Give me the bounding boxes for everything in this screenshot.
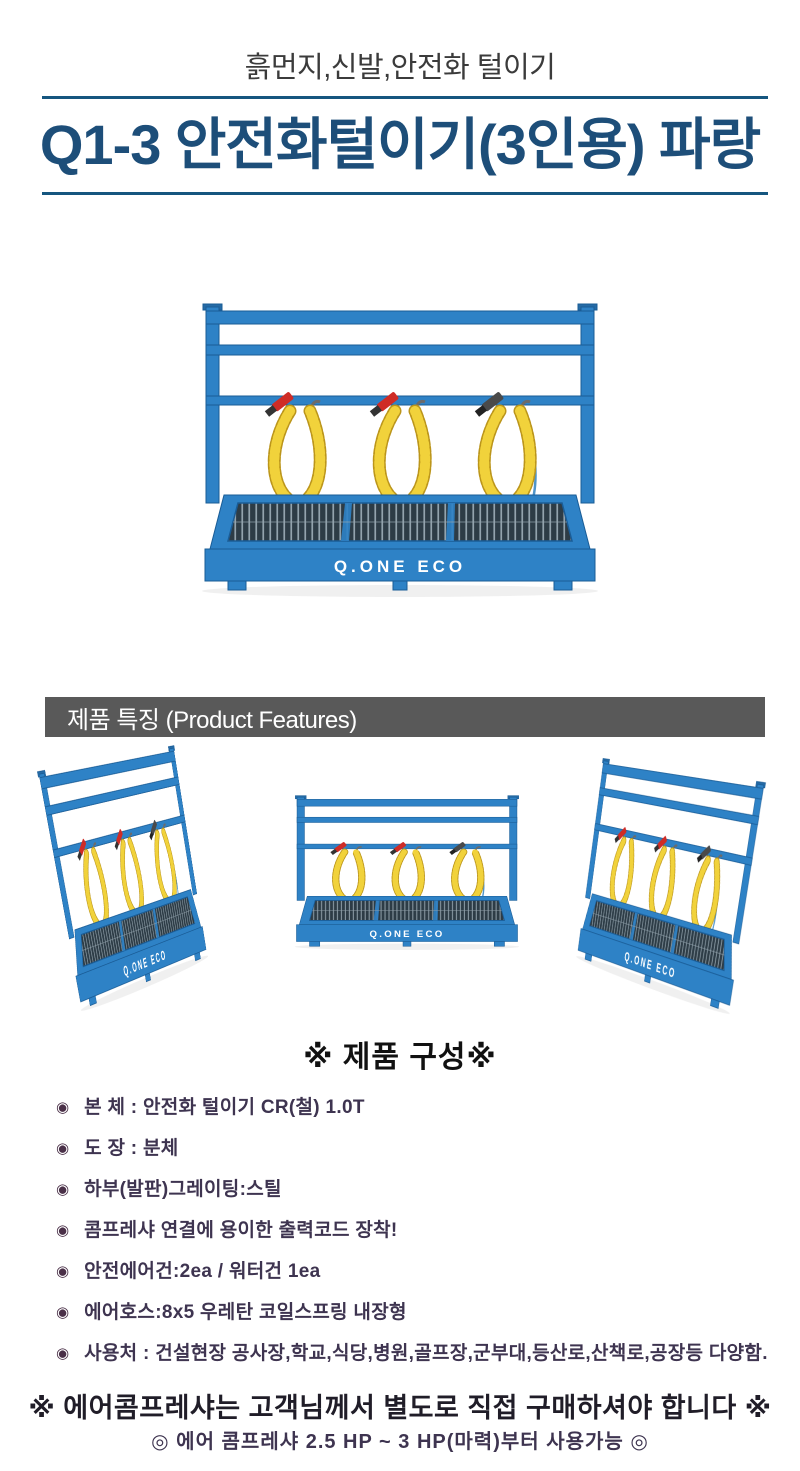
air-gun xyxy=(330,842,347,856)
shoe-cleaner-illustration: Q.ONE ECO xyxy=(31,741,209,1016)
air-hose-coil xyxy=(112,826,146,920)
compressor-notice: ※ 에어콤프레샤는 고객님께서 별도로 직접 구매하셔야 합니다 ※ xyxy=(28,1393,772,1423)
page-subtitle: 흙먼지,신발,안전화 털이기 xyxy=(244,52,556,84)
composition-heading: ※ 제품 구성※ xyxy=(303,1041,497,1074)
bullet-icon: ◉ xyxy=(56,1099,70,1116)
features-banner-label: 제품 특징 (Product Features) xyxy=(67,706,357,734)
divider-top xyxy=(42,96,768,99)
air-hose-coil xyxy=(644,833,678,923)
air-gun xyxy=(654,835,668,853)
bullet-icon: ◉ xyxy=(56,1222,70,1239)
spec-item: ◉ 안전에어건:2ea / 워터건 1ea xyxy=(56,1261,796,1283)
spec-item: ◉ 콤프레샤 연결에 용이한 출력코드 장착! xyxy=(56,1220,796,1242)
shoe-cleaner-illustration: Q.ONE ECO xyxy=(294,795,520,950)
steel-grating xyxy=(589,900,728,971)
air-hose-coil xyxy=(474,392,537,512)
features-banner: 제품 특징 (Product Features) xyxy=(45,697,765,737)
bullet-icon: ◉ xyxy=(56,1140,70,1157)
air-gun xyxy=(264,392,294,417)
spec-item: ◉ 본 체 : 안전화 털이기 CR(철) 1.0T xyxy=(56,1097,796,1119)
air-hose-coil xyxy=(264,392,327,512)
spec-text: 하부(발판)그레이팅:스틸 xyxy=(84,1179,282,1200)
air-hose-coil xyxy=(369,392,432,512)
frame xyxy=(295,795,519,901)
spec-item: ◉ 사용처 : 건설현장 공사장,학교,식당,병원,골프장,군부대,등산로,산책… xyxy=(56,1343,796,1365)
bullet-icon: ◉ xyxy=(56,1181,70,1198)
brand-label: Q.ONE ECO xyxy=(334,557,466,576)
divider-bottom xyxy=(42,192,768,195)
bullet-icon: ◉ xyxy=(56,1345,70,1362)
product-photo-main: Q.ONE ECO xyxy=(190,299,610,599)
spec-text: 안전에어건:2ea / 워터건 1ea xyxy=(84,1261,321,1282)
air-gun xyxy=(474,392,504,417)
shoe-cleaner-illustration: Q.ONE ECO xyxy=(202,303,598,597)
base-platform: Q.ONE ECO xyxy=(204,494,596,591)
compressor-notice-sub: ◎ 에어 콤프레샤 2.5 HP ~ 3 HP(마력)부터 사용가능 ◎ xyxy=(151,1431,649,1453)
spec-item: ◉ 하부(발판)그레이팅:스틸 xyxy=(56,1179,796,1201)
base-platform: Q.ONE ECO xyxy=(296,895,518,947)
spec-item: ◉ 에어호스:8x5 우레탄 코일스프링 내장형 xyxy=(56,1302,796,1324)
product-photo-left-angle: Q.ONE ECO xyxy=(44,766,216,1016)
bullet-icon: ◉ xyxy=(56,1263,70,1280)
air-hose-coil xyxy=(449,842,485,906)
spec-text: 사용처 : 건설현장 공사장,학교,식당,병원,골프장,군부대,등산로,산책로,… xyxy=(84,1343,768,1364)
spec-text: 도 장 : 분체 xyxy=(84,1138,179,1159)
spec-text: 본 체 : 안전화 털이기 CR(철) 1.0T xyxy=(84,1097,365,1118)
air-hose-coil xyxy=(389,842,425,906)
spec-text: 콤프레샤 연결에 용이한 출력코드 장착! xyxy=(84,1220,398,1241)
air-hose-coil xyxy=(74,835,110,933)
brand-label: Q.ONE ECO xyxy=(370,929,445,939)
spec-item: ◉ 도 장 : 분체 xyxy=(56,1138,796,1160)
page-title: Q1-3 안전화털이기(3인용) 파랑 xyxy=(39,113,761,176)
air-hose-coil xyxy=(330,842,366,906)
air-gun xyxy=(369,392,399,417)
ground-shadow xyxy=(294,943,520,950)
shoe-cleaner-illustration: Q.ONE ECO xyxy=(575,754,772,1019)
spec-text: 에어호스:8x5 우레탄 코일스프링 내장형 xyxy=(84,1302,407,1323)
air-gun xyxy=(449,842,466,856)
air-gun xyxy=(389,842,407,856)
spec-list: ◉ 본 체 : 안전화 털이기 CR(철) 1.0T ◉ 도 장 : 분체 ◉ … xyxy=(56,1097,796,1384)
bullet-icon: ◉ xyxy=(56,1304,70,1321)
frame xyxy=(202,303,598,504)
product-photo-front: Q.ONE ECO xyxy=(288,793,526,951)
ground-shadow xyxy=(202,585,598,597)
product-photo-right-angle: Q.ONE ECO xyxy=(556,774,768,1019)
